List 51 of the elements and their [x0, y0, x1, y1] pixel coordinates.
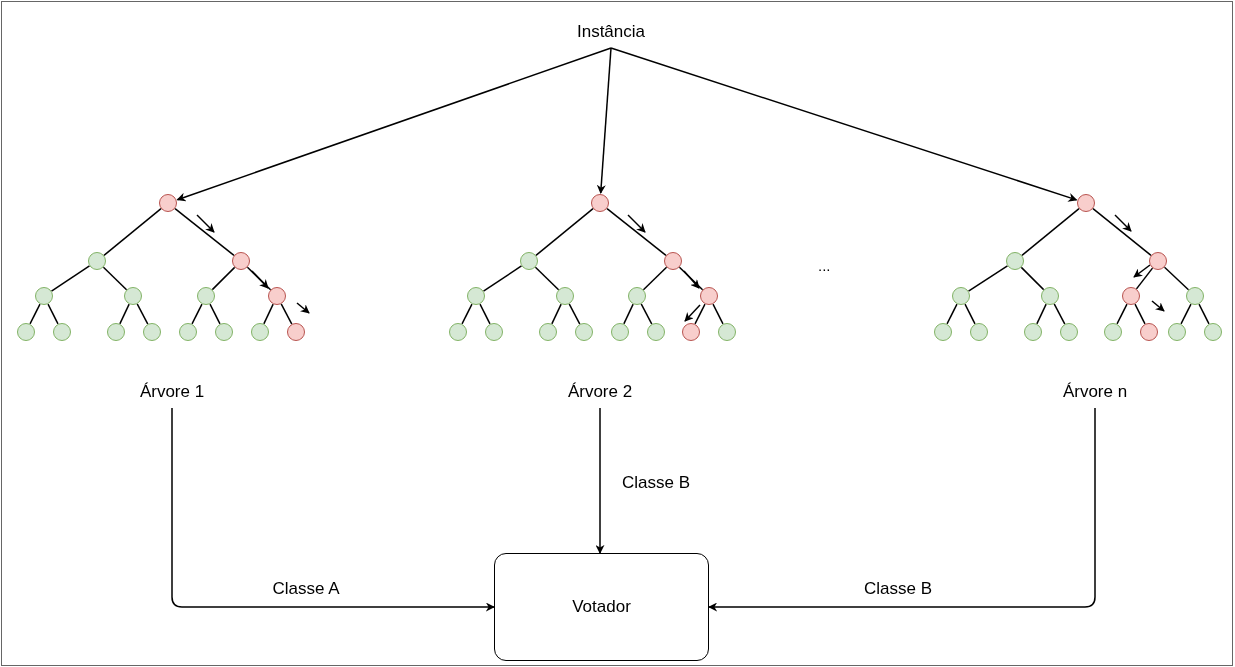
tree-branch	[136, 303, 149, 325]
tree-branch	[479, 303, 491, 325]
tree-branch	[568, 303, 581, 325]
tree-branch	[642, 266, 668, 291]
tree-branch	[47, 303, 59, 325]
tree-branch	[1180, 303, 1192, 325]
tree-branch	[263, 303, 274, 325]
tree-branch	[280, 303, 293, 325]
tree-branch	[712, 303, 724, 325]
tree-branch	[606, 207, 667, 257]
arrow	[595, 407, 605, 554]
tree-branch	[1198, 303, 1210, 325]
arrow	[708, 407, 1096, 612]
tree-branch	[461, 303, 473, 325]
arrow	[596, 47, 612, 194]
tree-branch	[174, 207, 235, 257]
tree-branch	[964, 303, 976, 325]
tree-branch	[1134, 303, 1146, 325]
tree-branch	[1163, 266, 1190, 291]
tree-branch	[535, 207, 594, 257]
tree-branch	[209, 303, 221, 325]
process-box: Votador	[494, 553, 709, 661]
tree-branch	[211, 266, 236, 291]
tree-branch	[191, 303, 203, 325]
ellipsis-text: ...	[818, 256, 831, 276]
arrow	[610, 47, 1078, 202]
arrow	[171, 407, 495, 612]
node-label: Árvore 1	[112, 380, 232, 404]
tree-branch	[102, 266, 128, 291]
tree-branch	[1020, 266, 1045, 291]
tree-branch	[678, 266, 704, 291]
node-label: Instância	[561, 20, 661, 44]
tree-branch	[623, 303, 634, 325]
tree-branch	[103, 207, 162, 257]
tree-branch	[1036, 303, 1047, 325]
tree-branch	[946, 303, 958, 325]
tree-branch	[119, 303, 130, 325]
tree-branch	[1021, 207, 1080, 257]
tree-branch	[551, 303, 562, 325]
arrow	[176, 47, 612, 202]
tree-branch	[1135, 267, 1154, 290]
node-label: Árvore n	[1035, 380, 1155, 404]
tree-branch	[246, 266, 272, 291]
tree-branch	[1053, 303, 1066, 325]
tree-branch	[694, 303, 706, 325]
tree-branch	[534, 266, 560, 291]
tree-branch	[1116, 303, 1128, 325]
tree-branch	[640, 303, 653, 325]
tree-branch	[1092, 207, 1152, 257]
node-label: Árvore 2	[540, 380, 660, 404]
tree-branch	[29, 303, 41, 325]
